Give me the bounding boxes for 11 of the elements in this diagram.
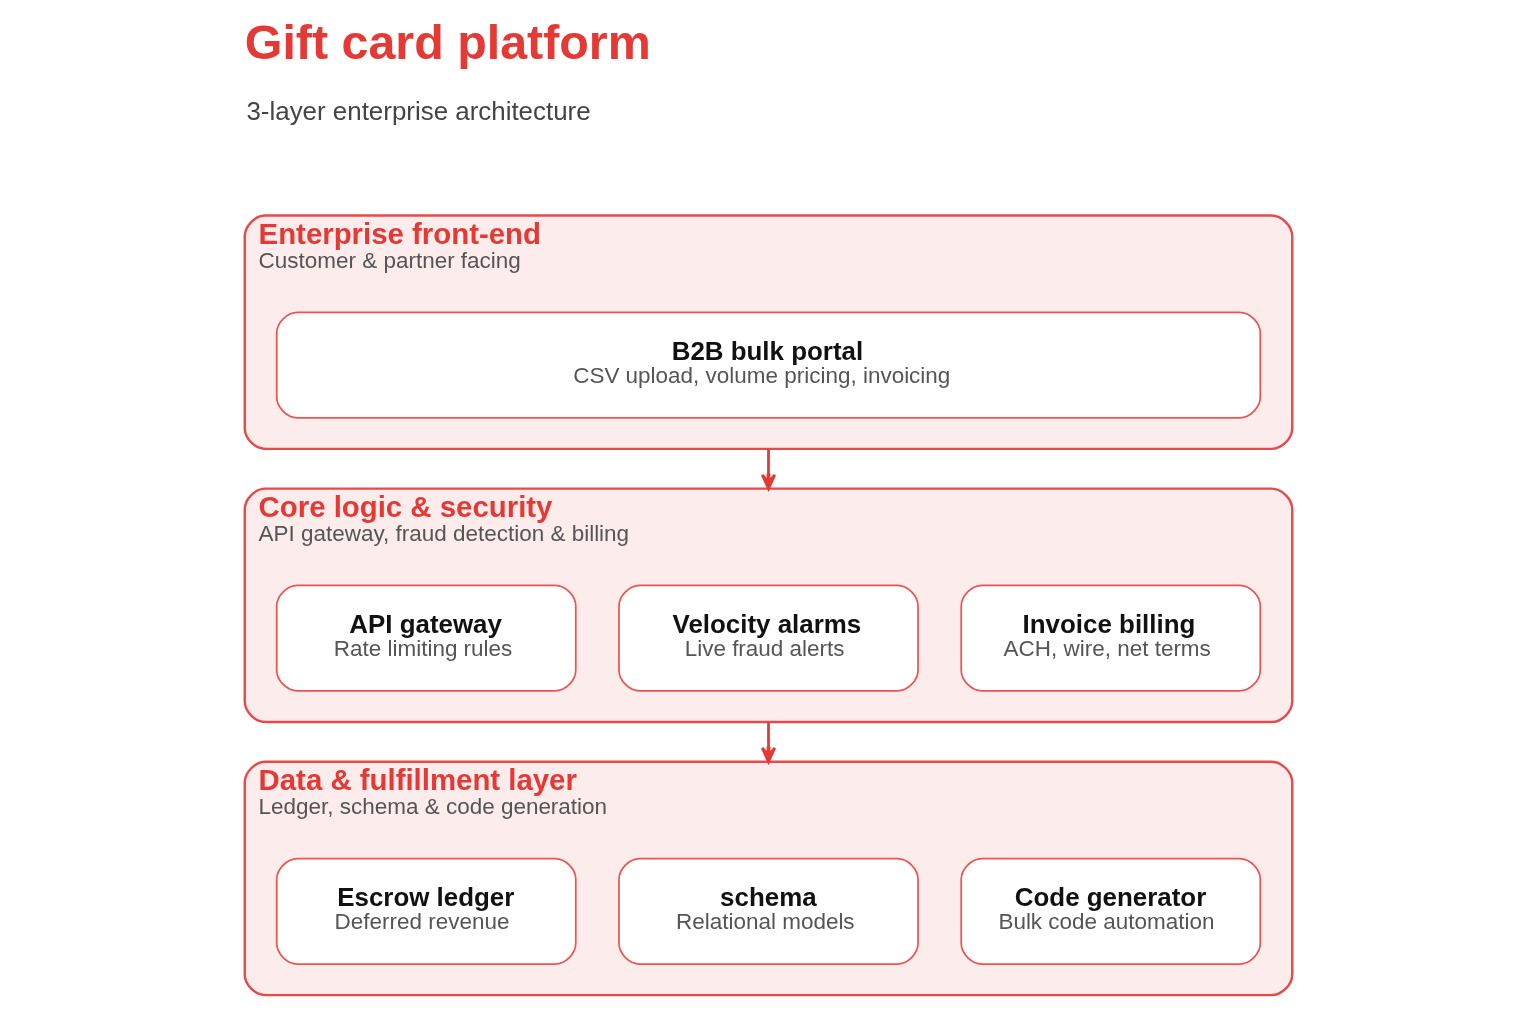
node-box: API gateway Rate limiting rules — [275, 584, 577, 692]
node-box: Invoice billing ACH, wire, net terms — [959, 584, 1261, 692]
node-box: Escrow ledger Deferred revenue — [275, 857, 577, 965]
label: 3-layer enterprise architecture — [245, 97, 591, 126]
diagram-title: Gift card platform — [244, 14, 651, 69]
node-box: Code generator Bulk code automation — [959, 857, 1261, 965]
node-box: Velocity alarms Live fraud alerts — [617, 584, 919, 692]
node-box: B2B bulk portal CSV upload, volume pricing, invoicing — [275, 311, 1261, 419]
arrow — [760, 722, 776, 764]
arrow — [760, 448, 776, 491]
node-box: schema Relational models — [617, 857, 919, 965]
